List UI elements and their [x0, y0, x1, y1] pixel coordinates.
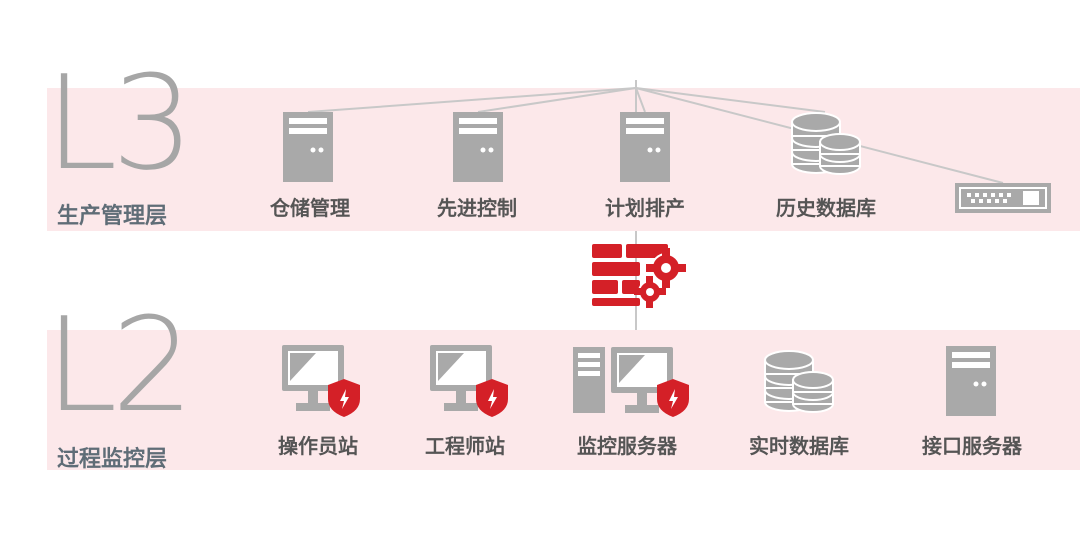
l2-layer-band	[47, 330, 1080, 470]
server-tower-icon	[620, 112, 670, 182]
secured-monitor-icon	[282, 345, 360, 417]
network-switch-icon	[955, 183, 1051, 213]
secured-workstation-icon	[573, 347, 689, 417]
node-label-realtime-db: 实时数据库	[749, 434, 849, 458]
level-name-l2: 过程监控层	[57, 447, 168, 472]
level-name-l3: 生产管理层	[57, 204, 168, 229]
firewall-gear-icon	[592, 244, 686, 308]
server-tower-icon	[453, 112, 503, 182]
secured-monitor-icon	[430, 345, 508, 417]
link-warehouse	[307, 87, 637, 113]
node-label-interface-server: 接口服务器	[922, 434, 1022, 458]
node-label-advanced-control: 先进控制	[437, 196, 517, 220]
server-tower-icon	[283, 112, 333, 182]
database-icon	[764, 350, 834, 413]
level-code-l3: L3	[45, 47, 194, 199]
l3-layer-band	[47, 88, 1080, 231]
link-planning	[635, 87, 646, 113]
node-label-monitor-server: 监控服务器	[577, 434, 677, 458]
link-history-db	[635, 87, 826, 113]
server-tower-icon	[946, 346, 996, 416]
node-label-engineer-station: 工程师站	[425, 434, 505, 458]
database-icon	[791, 112, 861, 175]
node-label-history-db: 历史数据库	[776, 196, 876, 220]
link-advanced-control	[477, 87, 637, 113]
level-code-l2: L2	[45, 289, 194, 441]
node-label-planning: 计划排产	[605, 196, 685, 220]
node-label-operator-station: 操作员站	[278, 434, 358, 458]
node-label-warehouse: 仓储管理	[270, 196, 350, 220]
